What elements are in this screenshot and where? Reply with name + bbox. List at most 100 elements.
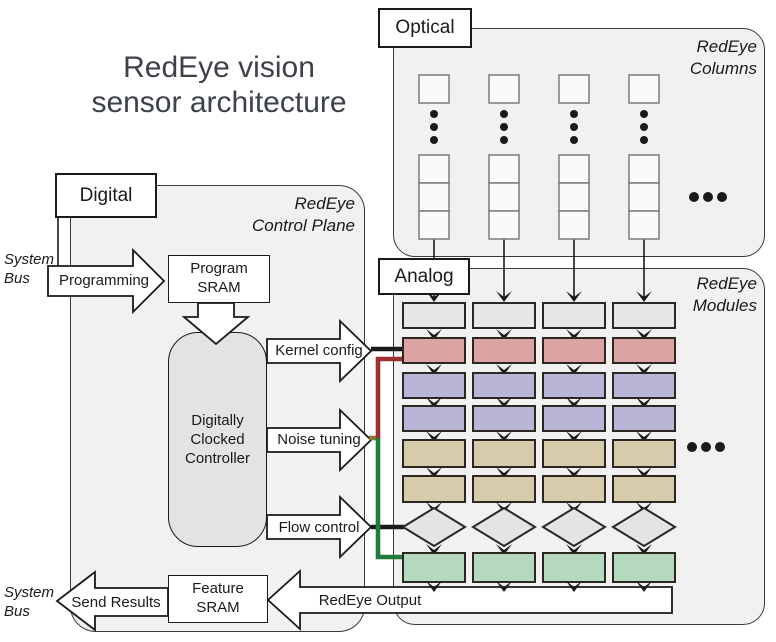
modules-ellipsis <box>687 442 725 452</box>
module-pink-rect <box>542 337 606 364</box>
module-diamond <box>541 506 607 548</box>
column-stack-cell <box>488 154 520 184</box>
flow-control-arrow <box>266 494 373 560</box>
programming-label: Programming <box>58 272 150 289</box>
analog-pad-label: Analog <box>394 265 454 287</box>
module-entry-arrowhead <box>496 291 512 302</box>
green-flow-wire <box>375 438 404 560</box>
module-tan-rect <box>542 439 606 468</box>
redeye-output-label: RedEye Output <box>318 592 422 609</box>
module-diamond <box>401 506 467 548</box>
digital-pad-label: Digital <box>79 184 133 206</box>
send-results-arrow <box>55 570 169 632</box>
module-green-rect <box>402 552 466 583</box>
title-line2: sensor architecture <box>91 86 347 120</box>
column-stack-cell <box>628 182 660 212</box>
module-gray-rect <box>402 302 466 329</box>
controller-label: Digitally Clocked Controller <box>184 412 251 467</box>
system-bus-bottom-label: System Bus <box>4 584 55 620</box>
column-top-cell <box>628 74 660 104</box>
program-sram-box: Program SRAM <box>168 255 270 303</box>
column-stack-cell <box>418 182 450 212</box>
column-stack-cell <box>488 182 520 212</box>
column-dot <box>640 123 648 131</box>
diagram-title: RedEye vision sensor architecture <box>58 50 380 120</box>
optical-pad: Optical <box>378 8 472 48</box>
generated-grid <box>401 74 677 592</box>
module-flow-arrowhead <box>496 581 512 592</box>
column-stack-cell <box>558 154 590 184</box>
column-dot <box>500 136 508 144</box>
module-purple-rect <box>542 372 606 399</box>
module-flow-arrowhead <box>636 581 652 592</box>
column-stack-cell <box>558 210 590 240</box>
columns-region-label: RedEye Columns <box>689 37 757 79</box>
module-gray-rect <box>472 302 536 329</box>
module-purple-rect <box>542 405 606 432</box>
column-dot <box>640 110 648 118</box>
column-dot <box>570 123 578 131</box>
module-entry-arrowhead <box>566 291 582 302</box>
send-results-label: Send Results <box>71 594 161 611</box>
module-purple-rect <box>402 405 466 432</box>
feature-sram-line2: SRAM <box>196 599 240 616</box>
modules-region-label: RedEye Modules <box>692 274 757 316</box>
columns-ellipsis <box>689 192 727 202</box>
module-pink-rect <box>402 337 466 364</box>
module-flow-arrowhead <box>426 581 442 592</box>
sram-to-controller-arrow <box>181 302 251 346</box>
kernel-config-label: Kernel config <box>275 342 363 359</box>
column-dot <box>500 123 508 131</box>
programming-arrow <box>47 247 166 315</box>
redeye-output-arrow <box>266 568 673 632</box>
column-stack-cell <box>418 154 450 184</box>
module-pink-rect <box>612 337 676 364</box>
module-tan-rect <box>542 475 606 503</box>
module-tan-rect <box>402 439 466 468</box>
column-stack-cell <box>628 210 660 240</box>
program-sram-line2: SRAM <box>197 279 241 296</box>
module-tan-rect <box>612 439 676 468</box>
module-green-rect <box>612 552 676 583</box>
kernel-config-arrow <box>266 318 373 384</box>
module-entry-arrowhead <box>426 291 442 302</box>
module-green-rect <box>472 552 536 583</box>
column-dot <box>570 110 578 118</box>
column-top-cell <box>418 74 450 104</box>
column-top-cell <box>558 74 590 104</box>
module-flow-arrowhead <box>566 581 582 592</box>
feature-sram-line1: Feature <box>192 580 244 598</box>
module-tan-rect <box>472 475 536 503</box>
system-bus-top-label: System Bus <box>4 251 55 287</box>
title-line1: RedEye vision <box>123 51 315 84</box>
column-top-cell <box>488 74 520 104</box>
column-stack-cell <box>418 210 450 240</box>
feature-sram-box: Feature SRAM <box>168 575 268 623</box>
column-dot <box>570 136 578 144</box>
module-tan-rect <box>612 475 676 503</box>
column-stack-cell <box>488 210 520 240</box>
module-pink-rect <box>472 337 536 364</box>
column-dot <box>430 110 438 118</box>
column-stack-cell <box>558 182 590 212</box>
module-purple-rect <box>472 405 536 432</box>
control-plane-region-label: RedEye Control Plane <box>251 194 355 236</box>
module-purple-rect <box>402 372 466 399</box>
digital-pad: Digital <box>55 173 157 218</box>
flow-control-label: Flow control <box>278 519 360 536</box>
optical-pad-label: Optical <box>395 17 455 38</box>
column-dot <box>430 136 438 144</box>
module-purple-rect <box>472 372 536 399</box>
module-tan-rect <box>402 475 466 503</box>
module-green-rect <box>542 552 606 583</box>
column-dot <box>640 136 648 144</box>
analog-pad: Analog <box>378 258 470 295</box>
red-config-wire <box>375 356 404 438</box>
module-purple-rect <box>612 405 676 432</box>
program-sram-line1: Program <box>190 260 248 278</box>
module-entry-arrowhead <box>636 291 652 302</box>
module-purple-rect <box>612 372 676 399</box>
module-gray-rect <box>542 302 606 329</box>
